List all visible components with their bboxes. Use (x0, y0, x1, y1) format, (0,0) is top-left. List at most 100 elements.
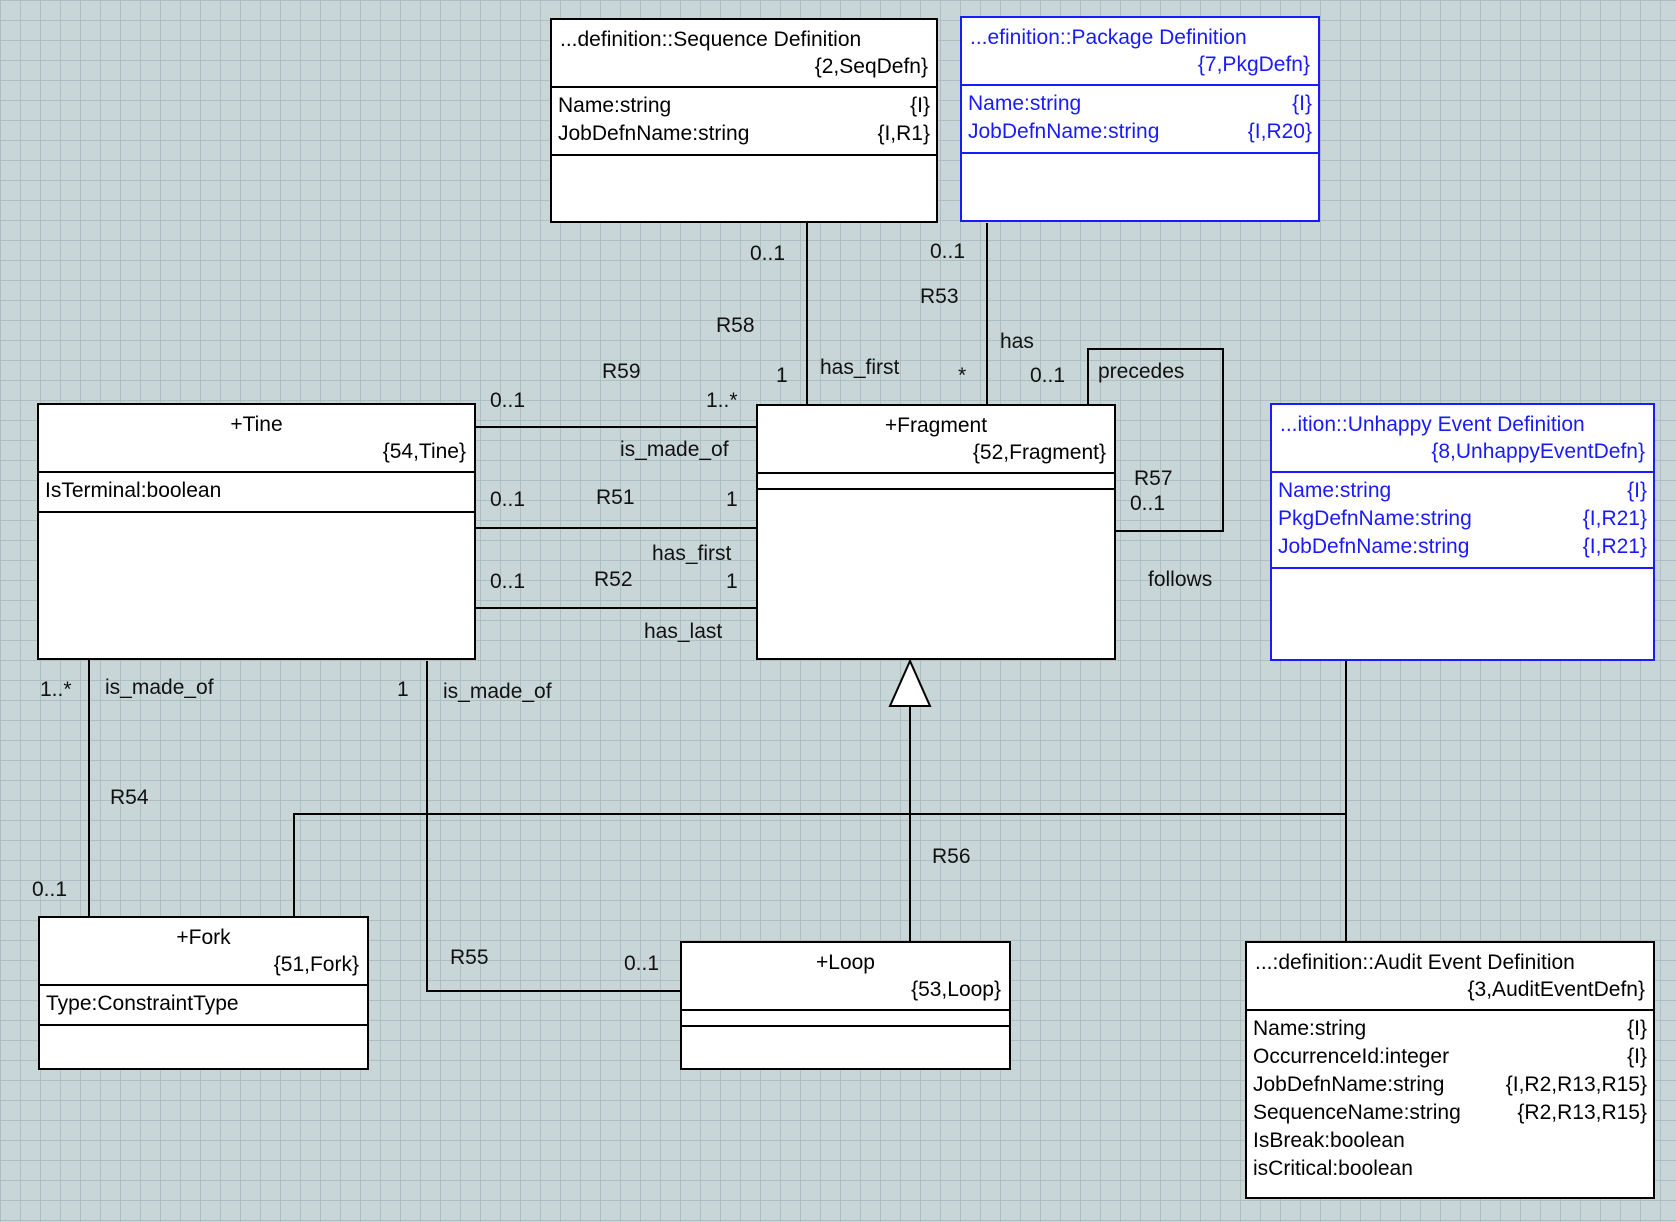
operation-compartment (682, 1027, 1009, 1068)
operation-compartment (40, 1026, 367, 1068)
r55-multiplicity-loop: 0..1 (624, 952, 660, 975)
attribute-name: JobDefnName:string (968, 120, 1160, 143)
class-name: ...efinition::Package Definition (970, 26, 1247, 49)
class-header: ...definition::Sequence Definition {2,Se… (552, 20, 936, 88)
attribute-name: Name:string (1253, 1017, 1367, 1040)
attribute-id: {I} (1627, 1017, 1647, 1040)
class-key: {2,SeqDefn} (814, 55, 928, 78)
class-unhappy-event-definition[interactable]: ...ition::Unhappy Event Definition {8,Un… (1270, 403, 1655, 661)
attribute-name: PkgDefnName:string (1278, 507, 1472, 530)
class-tine[interactable]: +Tine {54,Tine} IsTerminal:boolean (37, 403, 476, 660)
class-key: {51,Fork} (273, 953, 359, 976)
attribute-id: {I} (910, 94, 930, 117)
attribute-id: {I,R21} (1582, 507, 1647, 530)
class-loop[interactable]: +Loop {53,Loop} (680, 941, 1011, 1070)
attribute-list (758, 474, 1114, 490)
attribute-id: {I,R20} (1247, 120, 1312, 143)
r54-label[interactable]: R54 (110, 786, 149, 809)
class-header: +Fragment {52,Fragment} (758, 406, 1114, 474)
attribute-row: SequenceName:string {R2,R13,R15} (1253, 1099, 1647, 1127)
r58-multiplicity-fragment: 1 (776, 364, 788, 387)
class-header: +Fork {51,Fork} (40, 918, 367, 986)
r53-label[interactable]: R53 (920, 285, 959, 308)
r51-phrase: has_first (652, 542, 732, 565)
class-key: {53,Loop} (911, 978, 1001, 1001)
class-key: {3,AuditEventDefn} (1467, 978, 1645, 1001)
class-name: +Loop (816, 951, 875, 974)
attribute-list: Name:string{I} JobDefnName:string{I,R1} (552, 88, 936, 156)
attribute-name: JobDefnName:string (1253, 1073, 1445, 1096)
attribute-row: IsTerminal:boolean (45, 477, 468, 505)
attribute-name: Name:string (558, 94, 672, 117)
attribute-row: JobDefnName:string {I,R20} (968, 118, 1312, 146)
r57-phrase-precedes: precedes (1098, 360, 1185, 383)
class-name: +Fragment (884, 414, 988, 437)
attribute-row: Name:string{I} (1278, 477, 1647, 505)
class-name: ...:definition::Audit Event Definition (1255, 951, 1575, 974)
attribute-list: Name:string{I} JobDefnName:string{I,R20} (962, 86, 1318, 154)
attribute-row: PkgDefnName:string {I,R21} (1278, 505, 1647, 533)
attribute-row: Name:string {I} (1253, 1015, 1647, 1043)
r58-multiplicity-seq: 0..1 (750, 242, 786, 265)
attribute-name: JobDefnName:string (558, 122, 750, 145)
attribute-id: {R2,R13,R15} (1517, 1101, 1647, 1124)
attribute-name: IsTerminal:boolean (45, 479, 222, 502)
r58-phrase: has_first (820, 356, 900, 379)
attribute-id: {I} (1627, 1045, 1647, 1068)
class-fragment[interactable]: +Fragment {52,Fragment} (756, 404, 1116, 660)
operation-compartment (39, 513, 474, 658)
r52-phrase: has_last (644, 620, 723, 643)
r56-bus[interactable] (293, 813, 1346, 916)
attribute-row: Name:string {I} (558, 92, 930, 120)
attribute-list (682, 1011, 1009, 1027)
r59-multiplicity-fragment: 1..* (706, 389, 738, 412)
attribute-id: {I} (1627, 479, 1647, 502)
r55-phrase: is_made_of (443, 680, 552, 703)
attribute-name: IsBreak:boolean (1253, 1129, 1405, 1152)
r55-multiplicity-tine: 1 (397, 678, 409, 701)
r54-multiplicity-tine: 1..* (40, 678, 72, 701)
attribute-name: Name:string (968, 92, 1082, 115)
attribute-list: Type:ConstraintType (40, 986, 367, 1026)
r53-phrase: has (1000, 330, 1034, 353)
generalization-triangle (888, 658, 932, 707)
r59-multiplicity-tine: 0..1 (490, 389, 526, 412)
class-name: +Tine (230, 413, 283, 436)
class-name: +Fork (176, 926, 231, 949)
r55-line[interactable] (426, 661, 681, 992)
r54-multiplicity-fork: 0..1 (32, 878, 68, 901)
r59-phrase: is_made_of (620, 438, 729, 461)
class-sequence-definition[interactable]: ...definition::Sequence Definition {2,Se… (550, 18, 938, 223)
r58-label[interactable]: R58 (716, 314, 755, 337)
attribute-row: IsBreak:boolean (1253, 1127, 1647, 1155)
class-key: {8,UnhappyEventDefn} (1431, 440, 1645, 463)
class-header: +Loop {53,Loop} (682, 943, 1009, 1011)
r51-label[interactable]: R51 (596, 486, 635, 509)
class-key: {7,PkgDefn} (1197, 53, 1310, 76)
r55-label[interactable]: R55 (450, 946, 489, 969)
operation-compartment (552, 156, 936, 221)
class-header: ...efinition::Package Definition {7,PkgD… (962, 18, 1318, 86)
r52-multiplicity-tine: 0..1 (490, 570, 526, 593)
attribute-name: SequenceName:string (1253, 1101, 1461, 1124)
r52-label[interactable]: R52 (594, 568, 633, 591)
operation-compartment (1272, 569, 1653, 659)
operation-compartment (962, 154, 1318, 220)
r56-label[interactable]: R56 (932, 845, 971, 868)
r57-label[interactable]: R57 (1134, 467, 1173, 490)
attribute-row: Type:ConstraintType (46, 990, 361, 1018)
r57-line[interactable] (1087, 348, 1224, 532)
attribute-list: IsTerminal:boolean (39, 473, 474, 513)
attribute-name: isCritical:boolean (1253, 1157, 1413, 1180)
class-header: ...:definition::Audit Event Definition {… (1247, 943, 1653, 1011)
class-fork[interactable]: +Fork {51,Fork} Type:ConstraintType (38, 916, 369, 1070)
attribute-name: JobDefnName:string (1278, 535, 1470, 558)
class-audit-event-definition[interactable]: ...:definition::Audit Event Definition {… (1245, 941, 1655, 1199)
class-key: {52,Fragment} (972, 441, 1106, 464)
r59-label[interactable]: R59 (602, 360, 641, 383)
r57-phrase-follows: follows (1148, 568, 1213, 591)
r53-multiplicity-pkg: 0..1 (930, 240, 966, 263)
class-key: {54,Tine} (382, 440, 466, 463)
class-package-definition[interactable]: ...efinition::Package Definition {7,PkgD… (960, 16, 1320, 222)
